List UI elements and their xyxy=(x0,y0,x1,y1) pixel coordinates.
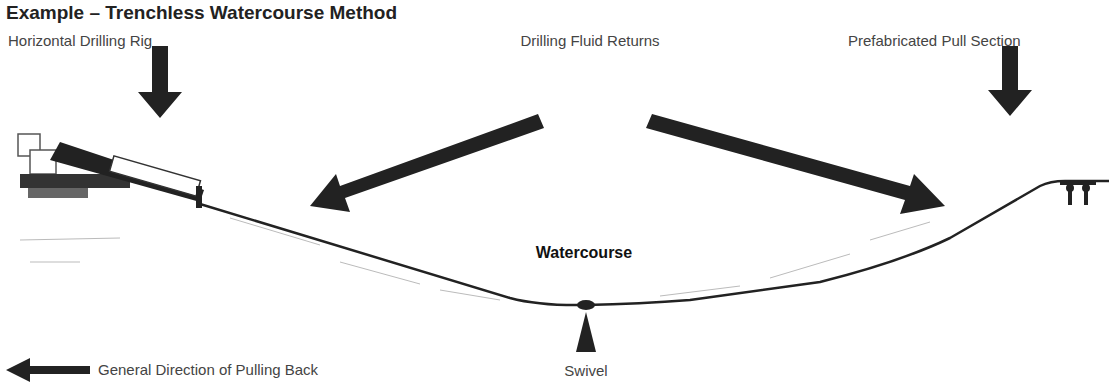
pipe-rollers xyxy=(1060,182,1096,205)
part-label: Horizontal Drilling Rig xyxy=(8,32,152,50)
region-label: Watercourse xyxy=(533,244,635,262)
part-label: Drilling Fluid Returns xyxy=(520,32,659,50)
direction-label: General Direction of Pulling Back xyxy=(98,361,318,379)
drilling-rig xyxy=(18,134,204,208)
swivel-symbol xyxy=(576,300,596,352)
callout-arrows xyxy=(6,46,1032,382)
diagram-title: Example – Trenchless Watercourse Method xyxy=(6,2,397,24)
part-label: Swivel xyxy=(564,362,607,380)
part-label: Prefabricated Pull Section xyxy=(848,32,1021,50)
